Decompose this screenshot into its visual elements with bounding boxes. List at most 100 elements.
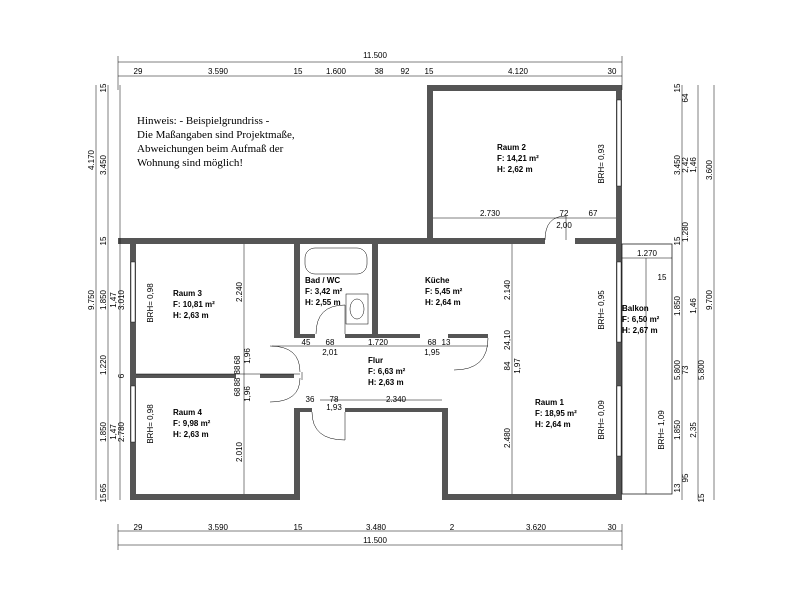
note-line-3: Abweichungen beim Aufmaß der (137, 143, 284, 155)
dim-left: 1.850 (99, 421, 108, 442)
dim-left: 15 (99, 236, 108, 245)
room-area: F: 10,81 m² (173, 300, 215, 309)
room-brh: BRH= 1,09 (657, 410, 666, 450)
dim-bottom-seg: 2 (450, 523, 455, 532)
room-height: H: 2,63 m (173, 430, 209, 439)
room-name: Raum 2 (497, 143, 526, 152)
dim-top-seg: 15 (294, 67, 303, 76)
dim-left-wall: 3.010 (117, 289, 126, 310)
room-kueche: Küche F: 5,45 m² H: 2,64 m BRH= 0,95 (425, 276, 606, 330)
dim-right: 13 (673, 483, 682, 492)
dim-right: 95 (681, 473, 690, 482)
dim-left: 4.170 (87, 149, 96, 170)
dim-top-seg: 1.600 (326, 67, 347, 76)
dim-right: 64 (681, 93, 690, 102)
dim-flur-bottom: 2.340 (386, 395, 407, 404)
dim-bottom-seg: 3.590 (208, 523, 229, 532)
dim-flur-top: 1.720 (368, 338, 389, 347)
dim-raum2-door: 72 (560, 209, 569, 218)
dim-raum2-right: 67 (589, 209, 598, 218)
dim-bottom-seg: 3.480 (366, 523, 387, 532)
note-line-4: Wohnung sind möglich! (137, 157, 243, 169)
room-area: F: 3,42 m² (305, 287, 343, 296)
room-name: Küche (425, 276, 450, 285)
room-bad-wc: Bad / WC F: 3,42 m² H: 2,55 m (305, 276, 343, 307)
room-area: F: 6,63 m² (368, 367, 406, 376)
dim-raum1-height: 2.480 (503, 427, 512, 448)
dim-left: 15 (99, 493, 108, 502)
dim-bottom-total: 11.500 (363, 536, 387, 545)
dim-top-seg: 3.590 (208, 67, 229, 76)
dim-top-seg: 38 (375, 67, 384, 76)
dim-flur-bottom2: 1,93 (326, 403, 342, 412)
room-name: Bad / WC (305, 276, 340, 285)
dim-right: 9.700 (705, 289, 714, 310)
dim-left: 15 (99, 83, 108, 92)
room-brh: BRH= 0,09 (597, 400, 606, 440)
dim-right: 15 (673, 236, 682, 245)
dim-flur-bottom: 36 (306, 395, 315, 404)
dim-raum3-height: 2.240 (235, 281, 244, 302)
dim-right: 1.280 (681, 221, 690, 242)
dim-left: 9.750 (87, 289, 96, 310)
note-line-1: Hinweis: - Beispielgrundriss - (137, 115, 270, 127)
room-name: Balkon (622, 304, 649, 313)
dim-raum4-door: 88 (233, 377, 242, 386)
dim-kueche-door: 1,97 (513, 358, 522, 374)
dim-raum4-door: 68 (233, 387, 242, 396)
room-height: H: 2,62 m (497, 165, 533, 174)
room-height: H: 2,63 m (368, 378, 404, 387)
dim-left-wall: 1,47 (109, 424, 118, 440)
dim-right: 1,46 (689, 157, 698, 173)
dim-balkon-width: 1.270 (637, 249, 658, 258)
dim-flur-top2: 2,01 (322, 348, 338, 357)
dim-left: 1.850 (99, 289, 108, 310)
dim-right: 2,35 (689, 422, 698, 438)
dim-raum2-door-h: 2,00 (556, 221, 572, 230)
bath-fixtures (304, 247, 369, 325)
room-balkon: Balkon F: 6,50 m² H: 2,67 m BRH= 1,09 (622, 304, 666, 450)
dim-raum4-door: 1,96 (243, 386, 252, 402)
room-area: F: 14,21 m² (497, 154, 539, 163)
room-name: Raum 4 (173, 408, 202, 417)
dim-right: 1.850 (673, 419, 682, 440)
dim-flur-top: 13 (442, 338, 451, 347)
room-raum-1: Raum 1 F: 18,95 m² H: 2,64 m BRH= 0,09 (535, 398, 606, 440)
dim-right: 1,46 (689, 298, 698, 314)
dim-kueche-height: 2.140 (503, 279, 512, 300)
balkon-outline (621, 243, 673, 495)
room-raum-4: Raum 4 F: 9,98 m² H: 2,63 m BRH= 0,98 (146, 404, 211, 444)
dim-balkon-15: 15 (658, 273, 667, 282)
room-brh: BRH= 0,95 (597, 290, 606, 330)
dim-kueche-door: 24,10 (503, 329, 512, 350)
dim-raum4-height: 2.010 (235, 441, 244, 462)
dim-bottom-seg: 3.620 (526, 523, 547, 532)
room-height: H: 2,64 m (535, 420, 571, 429)
dim-bottom-seg: 29 (134, 523, 143, 532)
dim-right: 3.450 (673, 154, 682, 175)
dim-bottom-seg: 15 (294, 523, 303, 532)
dim-top-seg: 30 (608, 67, 617, 76)
dim-raum3-door: 68 (233, 355, 242, 364)
room-raum-3: Raum 3 F: 10,81 m² H: 2,63 m BRH= 0,98 (146, 283, 215, 323)
room-brh: BRH= 0,98 (146, 283, 155, 323)
dim-flur-top: 68 (326, 338, 335, 347)
dim-left: 1.220 (99, 354, 108, 375)
dim-left: 3.450 (99, 154, 108, 175)
room-area: F: 18,95 m² (535, 409, 577, 418)
room-height: H: 2,63 m (173, 311, 209, 320)
dim-left-wall: 1,47 (109, 292, 118, 308)
room-brh: BRH= 0,93 (597, 144, 606, 184)
dimension-lines (95, 56, 715, 550)
room-height: H: 2,64 m (425, 298, 461, 307)
dim-raum3-door: 1,96 (243, 348, 252, 364)
room-height: H: 2,55 m (305, 298, 341, 307)
room-area: F: 6,50 m² (622, 315, 660, 324)
dim-flur-bottom: 78 (330, 395, 339, 404)
dim-right: 5.800 (697, 359, 706, 380)
dim-right: 73 (681, 365, 690, 374)
dim-left-wall: 2.780 (117, 421, 126, 442)
dim-5800: 5.800 (673, 359, 682, 380)
dim-raum2-width: 2.730 (480, 209, 501, 218)
